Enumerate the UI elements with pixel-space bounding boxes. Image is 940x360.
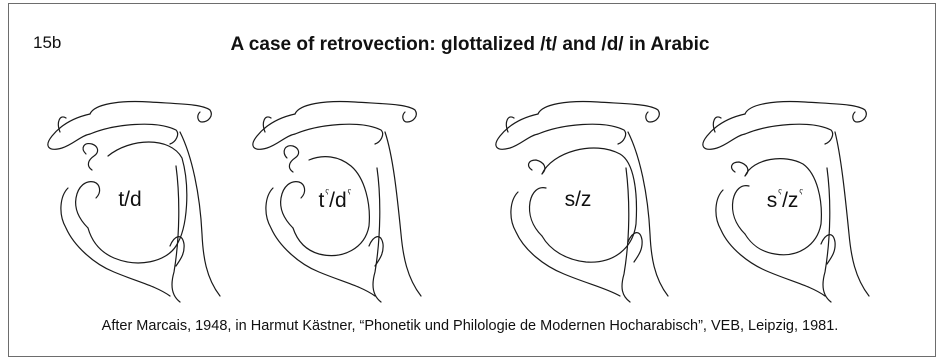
slide-number: 15b [33, 33, 62, 52]
label-part-s: s [766, 189, 778, 212]
vocal-tract-outline [495, 100, 669, 303]
panel-label-t-d-emphatic: tˤ/dˤ [235, 188, 435, 213]
sagittal-diagram-t-d: t/d [30, 96, 230, 303]
panel-label-s-z-emphatic: sˤ/zˤ [685, 188, 885, 213]
pharyngealization-mark: ˤ [325, 188, 330, 200]
panel-label-t-d: t/d [30, 188, 230, 212]
label-part-z: /z [782, 189, 799, 212]
pharyngealization-mark: ˤ [778, 188, 783, 200]
panel-label-s-z: s/z [478, 188, 678, 212]
sagittal-diagram-s-z-emphatic: sˤ/zˤ [685, 96, 885, 303]
source-caption: After Marcais, 1948, in Harmut Kästner, … [101, 318, 839, 334]
figure-title: A case of retrovection: glottalized /t/ … [230, 34, 710, 55]
vocal-tract-outline [702, 100, 870, 303]
sagittal-diagram-t-d-emphatic: tˤ/dˤ [235, 96, 435, 303]
pharyngealization-mark: ˤ [799, 188, 804, 200]
sagittal-diagram-s-z: s/z [478, 96, 678, 303]
label-part-d: /d [329, 189, 347, 212]
vocal-tract-outline [47, 100, 221, 303]
label-part-t: t [318, 189, 325, 212]
vocal-tract-outline [252, 100, 422, 303]
panel-label-text: t/d [118, 188, 142, 211]
slide-frame [8, 3, 936, 357]
panel-label-text: s/z [564, 188, 592, 211]
pharyngealization-mark: ˤ [347, 188, 352, 200]
